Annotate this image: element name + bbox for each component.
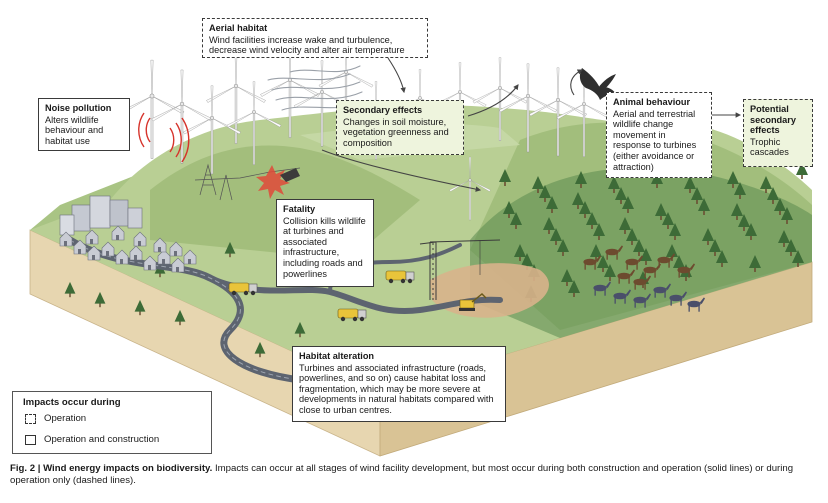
caption-text: Impacts can occur at all stages of wind … [10, 463, 794, 487]
legend-solid-swatch [25, 435, 36, 445]
label-body: Wind facilities increase wake and turbul… [209, 34, 405, 56]
excavator [459, 293, 487, 311]
crane [419, 239, 501, 300]
legend: Impacts occur during Operation Operation… [12, 391, 212, 454]
forest [470, 167, 812, 338]
town-buildings [59, 195, 143, 236]
label-secondary-effects: Secondary effects Changes in soil moistu… [336, 100, 464, 155]
collision-burst [256, 165, 300, 199]
label-body: Turbines and associated infrastructure (… [299, 362, 494, 415]
label-animal-behaviour: Animal behaviour Aerial and terrestrial … [606, 92, 712, 178]
connector-arrows [321, 57, 742, 192]
legend-operation-label: Operation [44, 413, 87, 424]
label-aerial-habitat: Aerial habitat Wind facilities increase … [202, 18, 428, 58]
label-habitat-alteration: Habitat alteration Turbines and associat… [292, 346, 506, 422]
caption-figure-label: Fig. 2 | Wind energy impacts on biodiver… [10, 463, 213, 474]
label-body: Trophic cascades [750, 136, 789, 158]
label-noise-pollution: Noise pollution Alters wildlife behaviou… [38, 98, 130, 151]
label-body: Changes in soil moisture, vegetation gre… [343, 116, 449, 148]
label-title: Animal behaviour [613, 97, 691, 107]
noise-waves [138, 112, 190, 163]
wind-wake-lines [267, 65, 365, 111]
legend-title: Impacts occur during [23, 397, 121, 408]
label-body: Aerial and terrestrial wildlife change m… [613, 108, 697, 172]
label-body: Alters wildlife behaviour and habitat us… [45, 114, 104, 146]
legend-dashed-swatch [25, 414, 36, 424]
label-title: Secondary effects [343, 105, 423, 115]
label-title: Habitat alteration [299, 351, 375, 361]
label-title: Potential secondary effects [750, 104, 796, 136]
label-potential-secondary-effects: Potential secondary effects Trophic casc… [743, 99, 813, 167]
label-fatality: Fatality Collision kills wildlife at tur… [276, 199, 374, 287]
label-title: Fatality [283, 204, 316, 214]
label-body: Collision kills wildlife at turbines and… [283, 215, 366, 279]
label-title: Aerial habitat [209, 23, 268, 33]
figure-caption: Fig. 2 | Wind energy impacts on biodiver… [10, 463, 825, 488]
legend-both-label: Operation and construction [44, 434, 160, 445]
label-title: Noise pollution [45, 103, 112, 113]
